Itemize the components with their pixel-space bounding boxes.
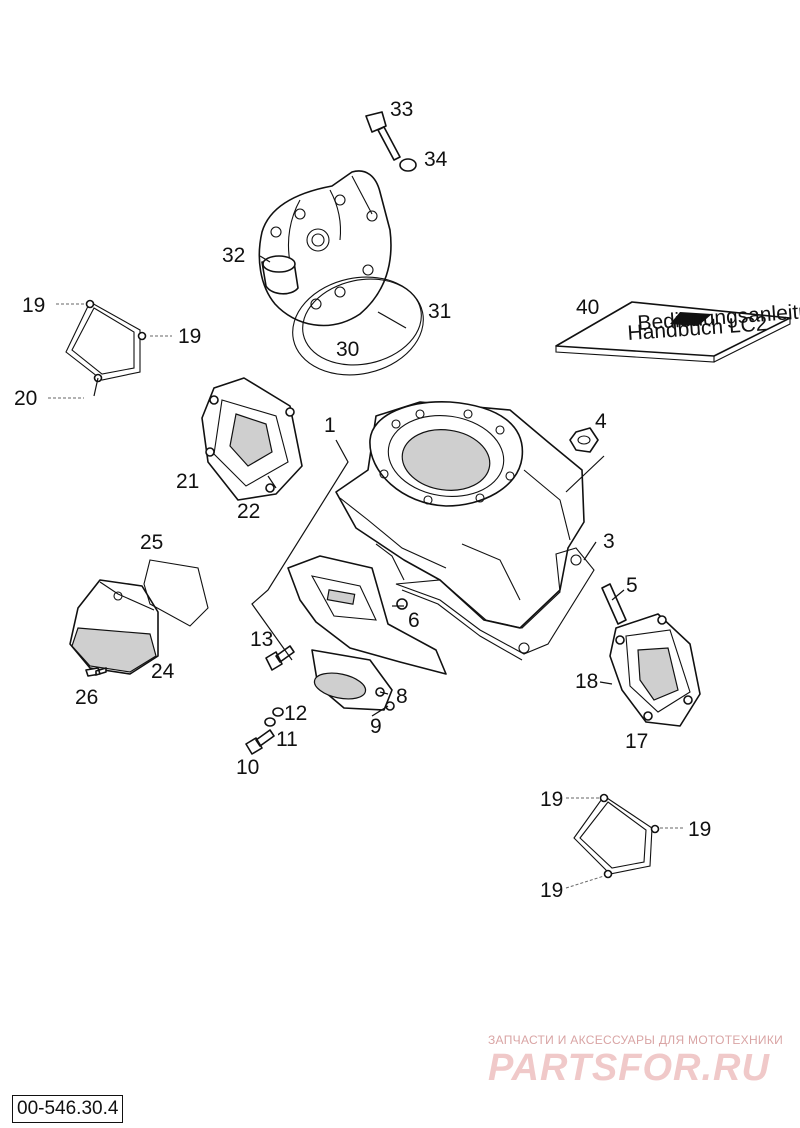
callout-1: 1 [324, 414, 336, 437]
callout-33: 33 [390, 98, 413, 121]
callout-3: 3 [603, 530, 615, 553]
callout-10: 10 [236, 756, 259, 779]
side-cover [69, 579, 159, 675]
callout-26: 26 [75, 686, 98, 709]
callout-labels: 1 3 4 5 6 8 9 10 11 12 13 17 18 19 19 19… [14, 98, 711, 902]
cylinder-base-gasket [395, 547, 595, 661]
callout-31: 31 [428, 300, 451, 323]
callout-19-c: 19 [540, 788, 563, 811]
cylinder-head [258, 170, 392, 327]
callout-12: 12 [284, 702, 307, 725]
callout-18: 18 [575, 670, 598, 693]
leader-lines [48, 255, 684, 889]
flange-nut [569, 427, 599, 453]
cylinder [335, 401, 585, 629]
head-bolt [365, 111, 401, 161]
callout-19-b: 19 [178, 325, 201, 348]
callout-8: 8 [396, 685, 408, 708]
exhaust-valve-cover-right [609, 613, 701, 727]
dowel-pin [396, 598, 408, 610]
callout-40: 40 [576, 296, 599, 319]
stud-bolt [601, 583, 627, 625]
side-cover-gasket [143, 559, 209, 627]
callout-24: 24 [151, 660, 175, 683]
callout-19-d: 19 [688, 818, 711, 841]
callout-25: 25 [140, 531, 163, 554]
cover-gasket-bottom-right [573, 793, 660, 879]
drawing-number: 00-546.30.4 [12, 1095, 124, 1123]
callout-4: 4 [595, 410, 607, 433]
callout-22: 22 [237, 500, 260, 523]
o-ring-31 [302, 278, 422, 366]
owner-manual: Bedienungsanleitung Handbuch LC2 [555, 298, 800, 363]
callout-5: 5 [626, 574, 638, 597]
callout-17: 17 [625, 730, 648, 753]
fastener-set [245, 707, 284, 755]
sealing-washer [399, 158, 417, 172]
callout-20: 20 [14, 387, 37, 410]
exhaust-valve-cover-left [201, 377, 303, 501]
watermark-caption: ЗАПЧАСТИ И АКСЕССУАРЫ ДЛЯ МОТОТЕХНИКИ [488, 1033, 784, 1047]
small-screw [85, 667, 107, 677]
callout-6: 6 [408, 609, 420, 632]
callout-19-e: 19 [540, 879, 563, 902]
o-ring-30 [292, 276, 424, 376]
callout-11: 11 [276, 728, 298, 751]
callout-13: 13 [250, 628, 273, 651]
intake-reed-valve [287, 555, 447, 711]
callout-21: 21 [176, 470, 199, 493]
callout-9: 9 [370, 715, 382, 738]
callout-30: 30 [336, 338, 359, 361]
watermark-logo: PARTSFOR.RU [488, 1047, 770, 1089]
callout-34: 34 [424, 148, 448, 171]
cover-gasket-top-left [65, 299, 147, 383]
callout-19-a: 19 [22, 294, 45, 317]
callout-32: 32 [222, 244, 245, 267]
